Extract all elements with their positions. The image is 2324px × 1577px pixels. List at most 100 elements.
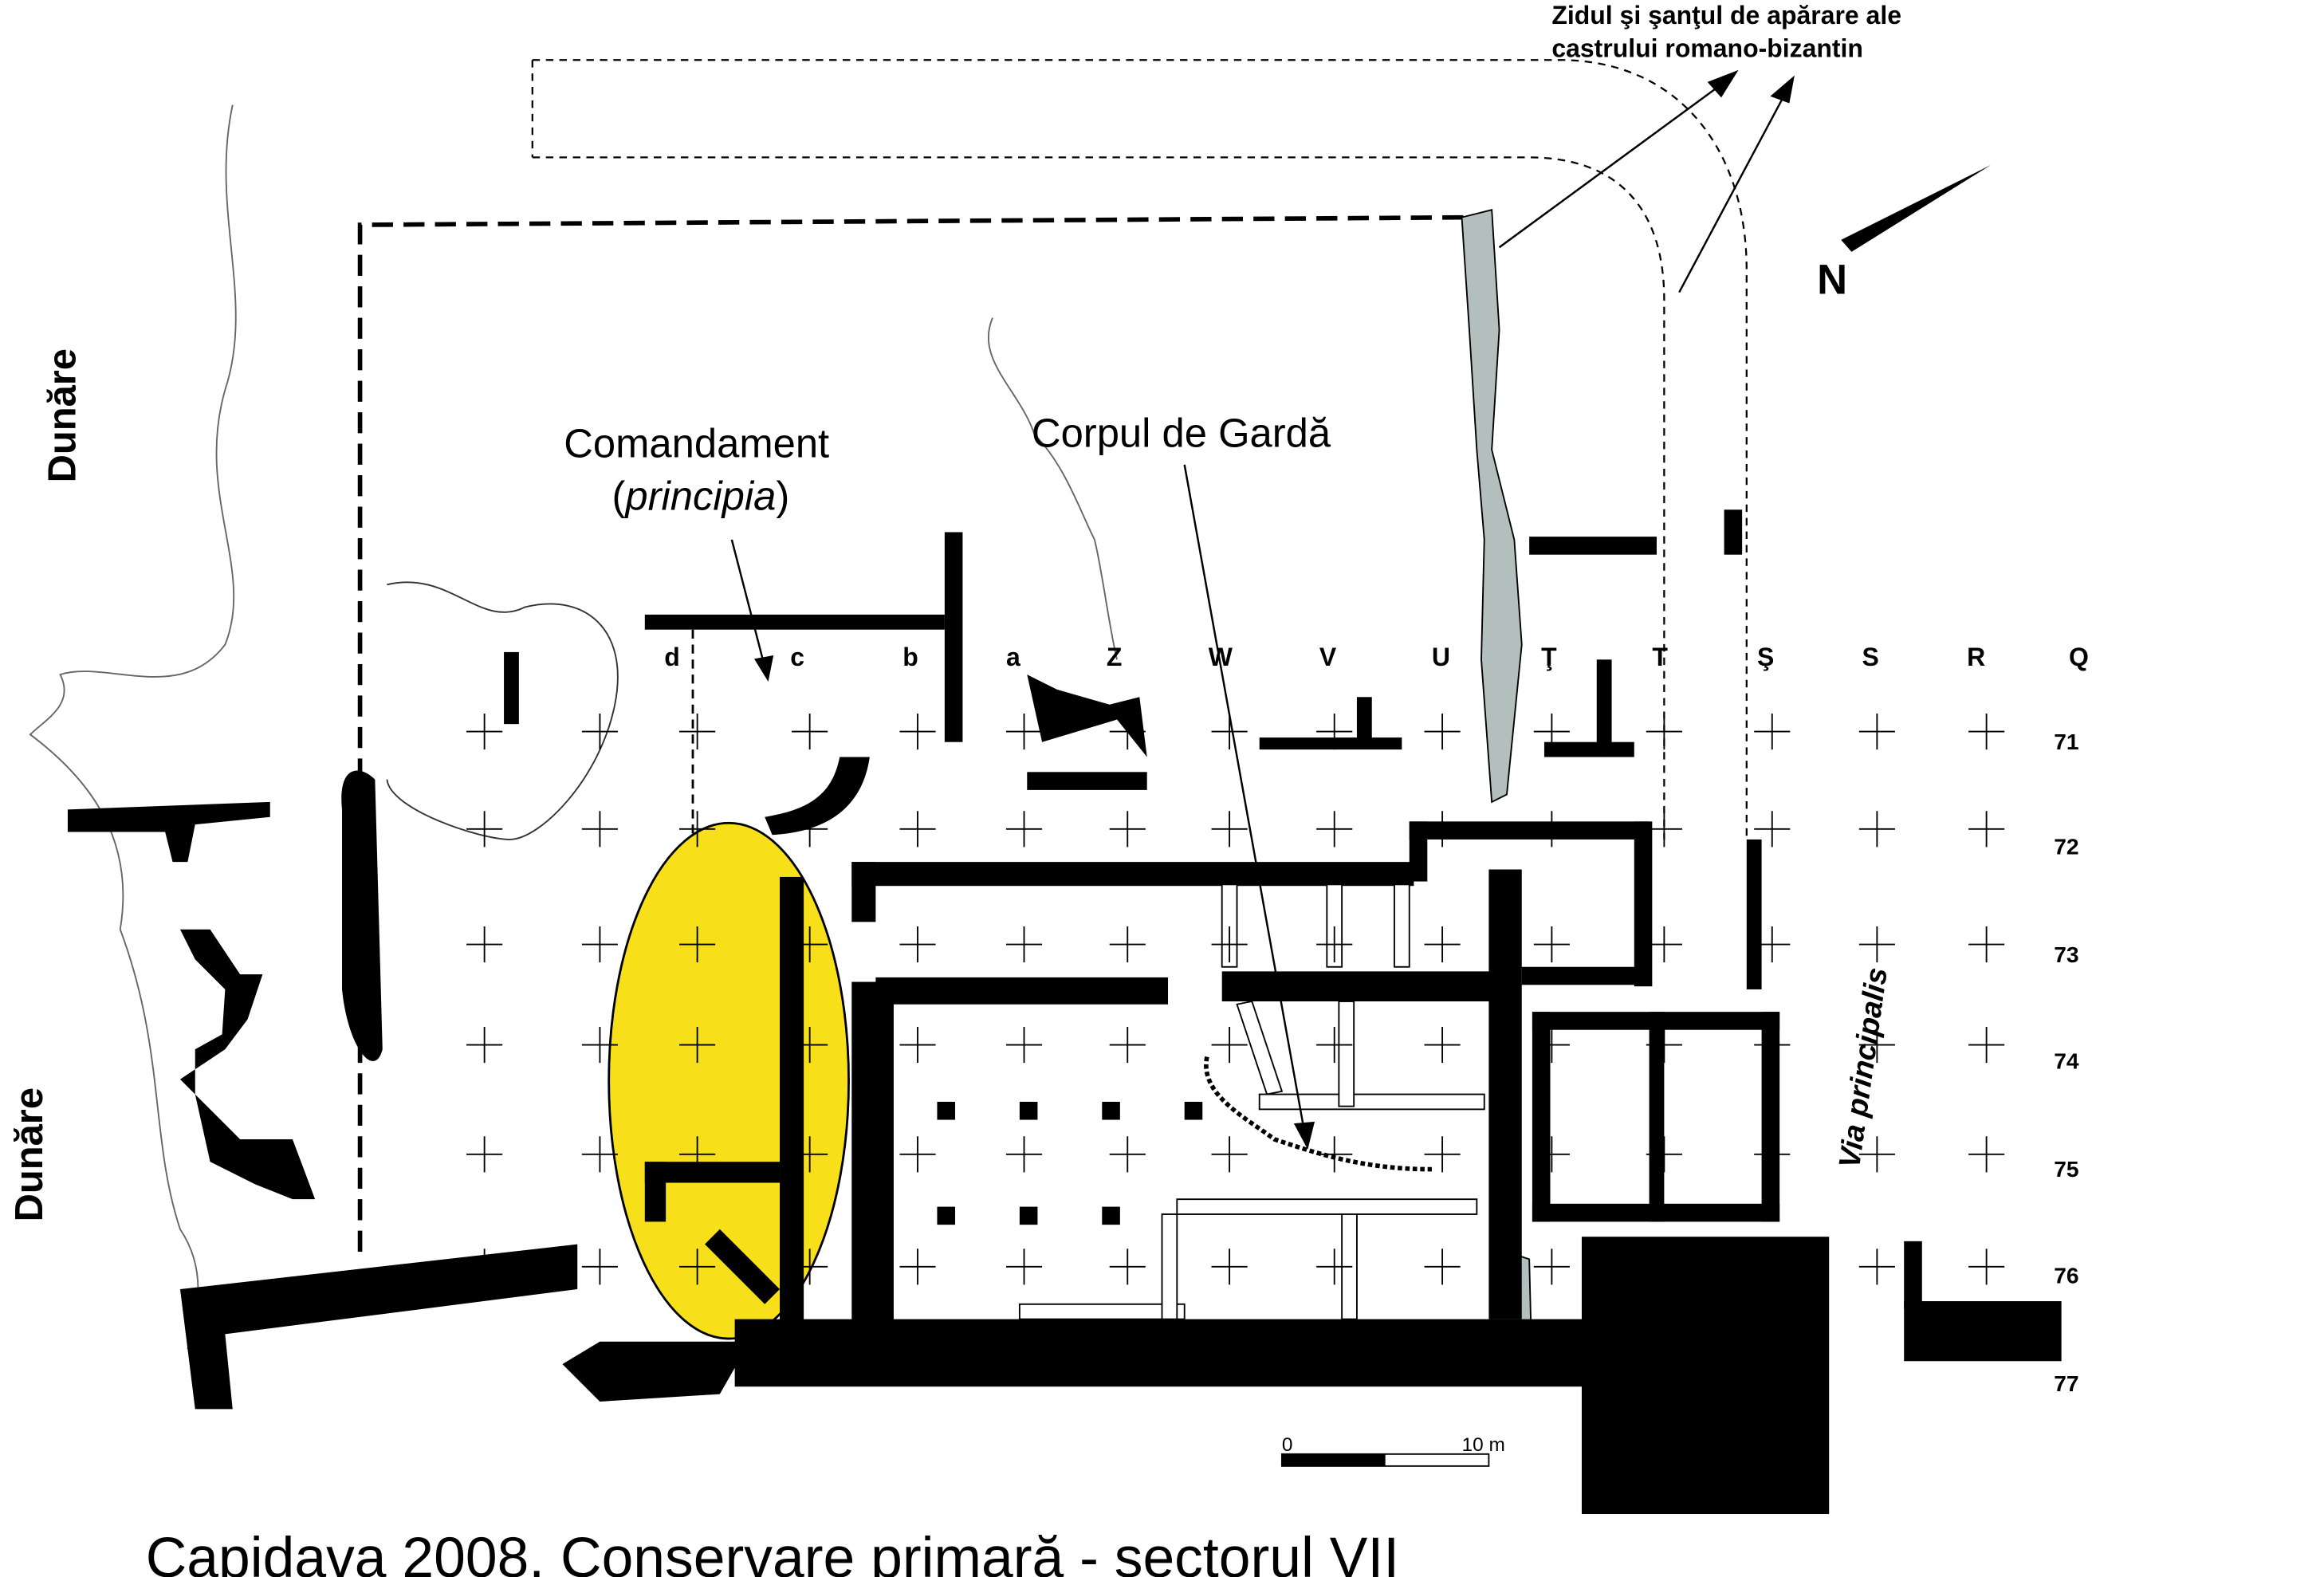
grid-cross — [1211, 811, 1248, 847]
grid-cross — [1646, 926, 1682, 963]
excavation-edge-line — [386, 581, 619, 840]
grid-column-label: Ş — [1757, 643, 1774, 671]
survey-grid — [466, 713, 2005, 1285]
grid-cross — [1968, 1026, 2005, 1064]
grid-cross — [1316, 1249, 1353, 1285]
grid-cross — [1968, 713, 2005, 750]
grid-column-label: Q — [2069, 643, 2089, 671]
grid-cross — [899, 811, 936, 847]
grid-cross — [1858, 1249, 1895, 1285]
principia-label: (principia) — [611, 473, 789, 518]
north-label: N — [1817, 257, 1847, 304]
grid-cross — [1424, 1136, 1461, 1173]
grid-cross — [1005, 1026, 1043, 1064]
defensive-wall-ditch — [531, 59, 1748, 840]
grid-cross — [1424, 811, 1461, 847]
grid-cross — [466, 1249, 503, 1285]
paren: ( — [611, 473, 625, 518]
grid-cross — [792, 1136, 828, 1173]
grid-cross — [1754, 1136, 1791, 1173]
grid-column-label: U — [1432, 643, 1450, 671]
grid-cross — [581, 713, 618, 750]
grid-cross — [1646, 1026, 1682, 1064]
grid-cross — [1005, 811, 1043, 847]
grid-cross — [1316, 926, 1353, 963]
principia-label: Comandament — [564, 420, 829, 466]
grid-cross — [1646, 1249, 1682, 1285]
grid-column-label: b — [902, 643, 918, 671]
grid-row-label: 76 — [2054, 1262, 2078, 1288]
grid-cross — [466, 1026, 503, 1064]
river-bank-line — [29, 104, 237, 1350]
grid-cross — [581, 1026, 618, 1064]
guard-label: Corpul de Gardă — [1032, 410, 1331, 455]
grid-cross — [1109, 1026, 1146, 1064]
grid-cross — [792, 1026, 828, 1064]
grid-cross — [899, 713, 936, 750]
grid-cross — [1316, 1026, 1353, 1064]
grid-cross — [792, 713, 828, 750]
grid-row-label: 72 — [2054, 834, 2078, 859]
grid-cross — [1968, 811, 2005, 847]
grid-cross — [679, 926, 716, 963]
grid-cross — [1754, 1249, 1791, 1285]
grid-cross — [792, 811, 828, 847]
grid-row-label: 77 — [2054, 1371, 2078, 1396]
fortification-label: castrului romano-bizantin — [1551, 33, 1863, 62]
grid-cross — [1424, 926, 1461, 963]
grid-cross — [899, 1249, 936, 1285]
grid-column-label: a — [1006, 643, 1020, 671]
grid-column-label: S — [1862, 643, 1879, 671]
grid-cross — [1316, 1136, 1353, 1173]
scale-end: 10 m — [1462, 1434, 1505, 1456]
grid-cross — [1005, 713, 1043, 750]
pillars — [937, 1101, 1203, 1225]
grid-cross — [466, 811, 503, 847]
grid-cross — [1109, 1136, 1146, 1173]
grid-cross — [1109, 811, 1146, 847]
grid-cross — [1858, 713, 1895, 750]
grid-cross — [1858, 811, 1895, 847]
grid-cross — [1316, 713, 1353, 750]
grid-row-label: 71 — [2054, 729, 2078, 754]
grid-cross — [1424, 1026, 1461, 1064]
grid-cross — [1858, 926, 1895, 963]
grid-row-label: 73 — [2054, 942, 2078, 967]
grid-cross — [1754, 811, 1791, 847]
scale-bar: 0 10 m — [1280, 1434, 1505, 1467]
grid-cross — [1968, 1136, 2005, 1173]
grid-column-label: c — [790, 643, 804, 671]
grid-cross — [1646, 811, 1682, 847]
grid-cross — [899, 1136, 936, 1173]
stone-feature — [1461, 209, 1523, 804]
grid-cross — [1109, 926, 1146, 963]
perimeter-dashed — [357, 214, 1469, 1252]
grid-cross — [1211, 1136, 1248, 1173]
grid-cross — [1424, 713, 1461, 750]
grid-column-label: Z — [1107, 643, 1123, 671]
grid-cross — [679, 1026, 716, 1064]
grid-cross — [679, 713, 716, 750]
grid-cross — [1005, 1136, 1043, 1173]
grid-cross — [466, 1136, 503, 1173]
grid-column-label: d — [664, 643, 680, 671]
grid-cross — [1646, 713, 1682, 750]
grid-cross — [1533, 1136, 1570, 1173]
grid-cross — [581, 811, 618, 847]
grid-cross — [1533, 1026, 1570, 1064]
grid-column-label: T — [1652, 643, 1668, 671]
via-label: Via principalis — [1832, 965, 1893, 1170]
grid-cross — [581, 1136, 618, 1173]
grid-cross — [1005, 926, 1043, 963]
grid-cross — [1754, 713, 1791, 750]
hatched-walls — [1018, 883, 1485, 1320]
grid-cross — [1968, 1249, 2005, 1285]
grid-cross — [792, 926, 828, 963]
river-label: Dunăre — [8, 1087, 51, 1221]
grid-cross — [1316, 811, 1353, 847]
grid-row-label: 74 — [2054, 1048, 2079, 1074]
grid-cross — [466, 713, 503, 750]
grid-cross — [1533, 811, 1570, 847]
grid-cross — [1968, 926, 2005, 963]
